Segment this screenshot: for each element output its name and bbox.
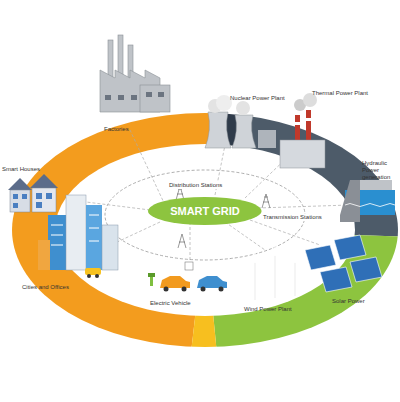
node-title: SMART GRID — [170, 205, 240, 217]
part-label: Factories — [104, 126, 129, 133]
city-icon — [38, 195, 118, 278]
part-label: Cities and Offices — [22, 284, 69, 291]
part-label: Electric Vehicle — [150, 300, 191, 307]
solar-panel-icon — [305, 235, 382, 292]
car-icon — [148, 262, 227, 292]
part-label: Hydraulic Power generation — [362, 160, 398, 181]
center-ellipse: SMART GRID — [148, 197, 262, 225]
dam-icon — [340, 180, 395, 222]
factory-icon — [100, 35, 170, 112]
part-label: Distribution Stations — [168, 182, 223, 189]
part-label: Wind Power Plant — [244, 306, 292, 313]
part-label: Solar Power — [332, 298, 365, 305]
house-icon — [8, 174, 58, 212]
part-label: Transmission Stations — [262, 214, 323, 221]
part-label: Thermal Power Plant — [312, 90, 368, 97]
part-label: Smart Houses — [2, 166, 40, 173]
thermal-plant-icon — [280, 93, 325, 168]
part-label: Nuclear Power Plant — [230, 95, 285, 102]
wind-turbine-icon — [243, 241, 306, 300]
nuclear-plant-icon — [205, 95, 276, 148]
